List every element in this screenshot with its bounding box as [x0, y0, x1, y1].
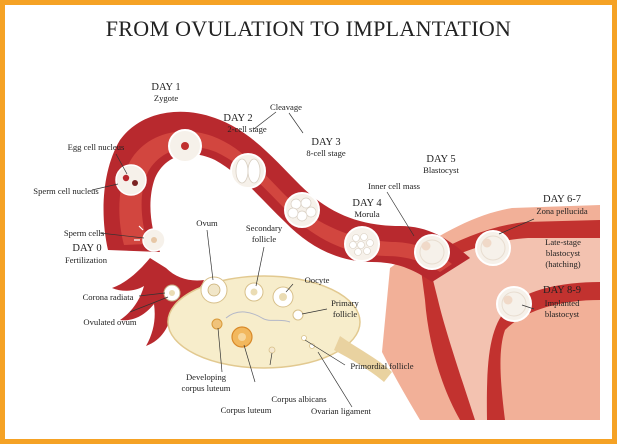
label-two-cell-stage: 2-cell stage — [227, 124, 267, 134]
label-secondary-follicle: Secondary — [246, 223, 283, 233]
label-primary-follicle: Primary — [331, 298, 359, 308]
label-oocyte: Oocyte — [305, 275, 330, 285]
label-day3: DAY 3 — [311, 137, 340, 148]
label-day4: DAY 4 — [352, 198, 382, 209]
label-day1: DAY 1 — [151, 82, 180, 93]
label-egg-cell-nucleus: Egg cell nucleus — [68, 142, 125, 152]
label-day0: DAY 0 — [72, 243, 101, 254]
ovary — [168, 276, 360, 368]
label-corpus-albicans: Corpus albicans — [271, 394, 327, 404]
morula-cell — [345, 227, 379, 261]
label-day8-9: DAY 8-9 — [543, 285, 581, 296]
label-implanted-blastocyst: blastocyst — [545, 309, 580, 319]
label-corpus-luteum: Corpus luteum — [221, 405, 272, 415]
label-fertilization: Fertilization — [65, 255, 108, 265]
label-developing: Developing — [186, 372, 227, 382]
label-sperm-cells: Sperm cells — [64, 228, 105, 238]
label-implanted: Implanted — [545, 298, 581, 308]
label-eight-cell-stage: 8-cell stage — [306, 148, 346, 158]
label-inner-cell-mass: Inner cell mass — [368, 181, 421, 191]
label-ovarian-ligament: Ovarian ligament — [311, 406, 372, 416]
egg-sperm-fusion — [116, 165, 146, 195]
label-hatching: (hatching) — [545, 259, 580, 269]
eight-cell-embryo — [285, 193, 319, 227]
label-sperm-cell-nucleus: Sperm cell nucleus — [33, 186, 99, 196]
label-late-stage: Late-stage — [545, 237, 581, 247]
label-morula: Morula — [354, 209, 379, 219]
label-zona-pellucida: Zona pellucida — [536, 206, 587, 216]
label-day6-7: DAY 6-7 — [543, 194, 581, 205]
label-developing-corpus-luteum: corpus luteum — [182, 383, 231, 393]
label-secondary-follicle-line2: follicle — [252, 234, 277, 244]
implanted-blastocyst-cell — [497, 287, 531, 321]
label-ovum: Ovum — [196, 218, 218, 228]
label-primordial-follicle: Primordial follicle — [350, 361, 413, 371]
label-day2: DAY 2 — [223, 113, 252, 124]
ovulated-ovum — [164, 285, 180, 301]
label-primary-follicle-line2: follicle — [333, 309, 358, 319]
two-cell-embryo — [231, 154, 265, 188]
label-ovulated-ovum: Ovulated ovum — [83, 317, 137, 327]
label-late-stage-blastocyst: blastocyst — [546, 248, 581, 258]
label-zygote: Zygote — [154, 93, 179, 103]
blastocyst-cell — [415, 235, 449, 269]
label-day5: DAY 5 — [426, 154, 455, 165]
label-cleavage: Cleavage — [270, 102, 302, 112]
late-stage-blastocyst-cell — [476, 231, 510, 265]
label-corona-radiata: Corona radiata — [83, 292, 134, 302]
label-blastocyst: Blastocyst — [423, 165, 459, 175]
zygote-cell — [169, 130, 201, 162]
